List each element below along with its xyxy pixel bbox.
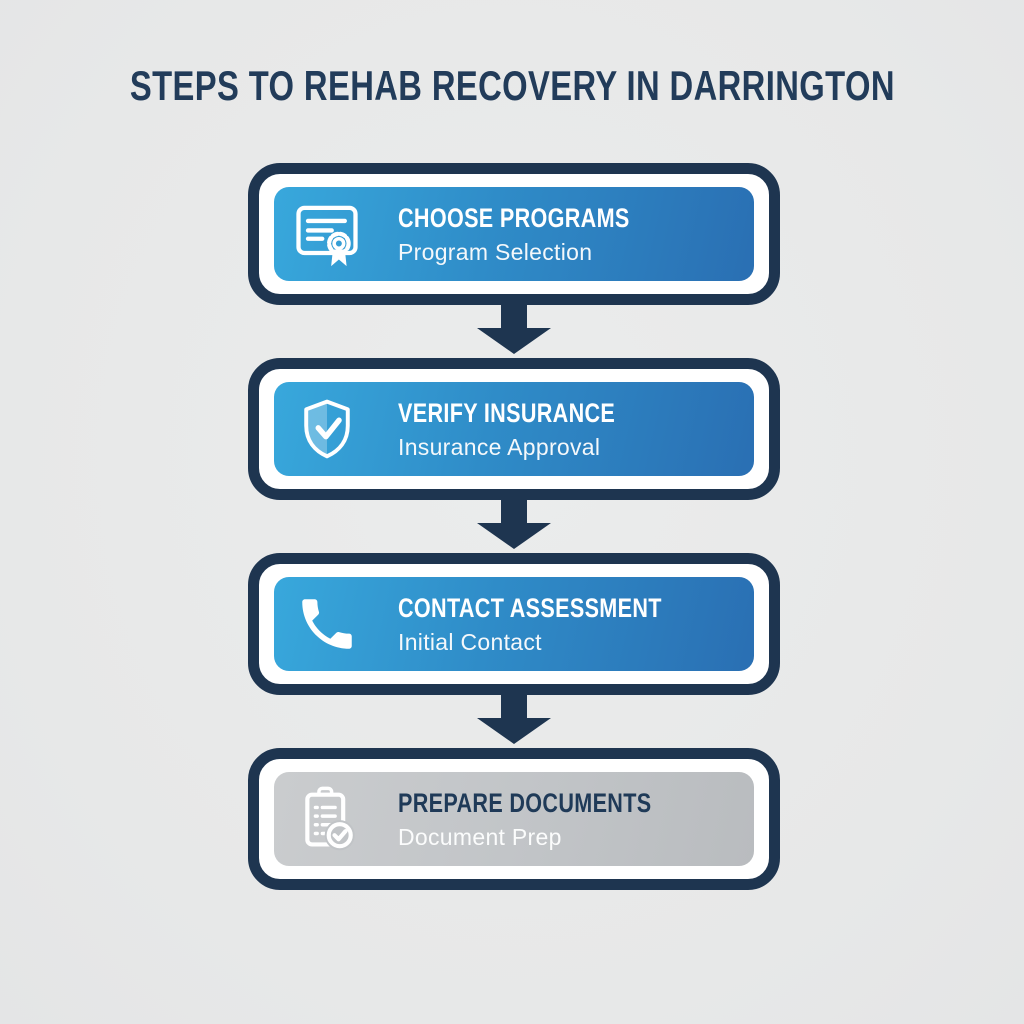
step-choose-programs: CHOOSE PROGRAMS Program Selection (248, 163, 780, 305)
step-choose-programs-panel: CHOOSE PROGRAMS Program Selection (274, 187, 754, 281)
down-arrow-icon (474, 304, 554, 354)
step-verify-insurance-panel: VERIFY INSURANCE Insurance Approval (274, 382, 754, 476)
down-arrow-icon (474, 499, 554, 549)
step-prepare-documents: PREPARE DOCUMENTS Document Prep (248, 748, 780, 890)
step-subtitle: Initial Contact (398, 629, 542, 655)
step-text-block: VERIFY INSURANCE Insurance Approval (398, 398, 669, 460)
step-verify-insurance: VERIFY INSURANCE Insurance Approval (248, 358, 780, 500)
page-title-text: STEPS TO REHAB RECOVERY IN DARRINGTON (129, 62, 895, 109)
step-contact-assessment-panel: CONTACT ASSESSMENT Initial Contact (274, 577, 754, 671)
step-contact-assessment: CONTACT ASSESSMENT Initial Contact (248, 553, 780, 695)
step-text-block: CONTACT ASSESSMENT Initial Contact (398, 593, 728, 655)
step-subtitle: Document Prep (398, 824, 562, 850)
step-title: CONTACT ASSESSMENT (398, 593, 662, 623)
shield-check-icon (284, 383, 370, 475)
step-title: PREPARE DOCUMENTS (398, 788, 652, 818)
step-subtitle: Program Selection (398, 239, 593, 265)
phone-icon (284, 578, 370, 670)
certificate-icon (284, 188, 370, 280)
clipboard-check-icon (284, 773, 370, 865)
step-text-block: CHOOSE PROGRAMS Program Selection (398, 203, 688, 265)
down-arrow-icon (474, 694, 554, 744)
page-title: STEPS TO REHAB RECOVERY IN DARRINGTON (0, 62, 1024, 110)
step-title: CHOOSE PROGRAMS (398, 203, 630, 233)
step-title: VERIFY INSURANCE (398, 398, 616, 428)
step-subtitle: Insurance Approval (398, 434, 601, 460)
step-text-block: PREPARE DOCUMENTS Document Prep (398, 788, 715, 850)
step-prepare-documents-panel: PREPARE DOCUMENTS Document Prep (274, 772, 754, 866)
